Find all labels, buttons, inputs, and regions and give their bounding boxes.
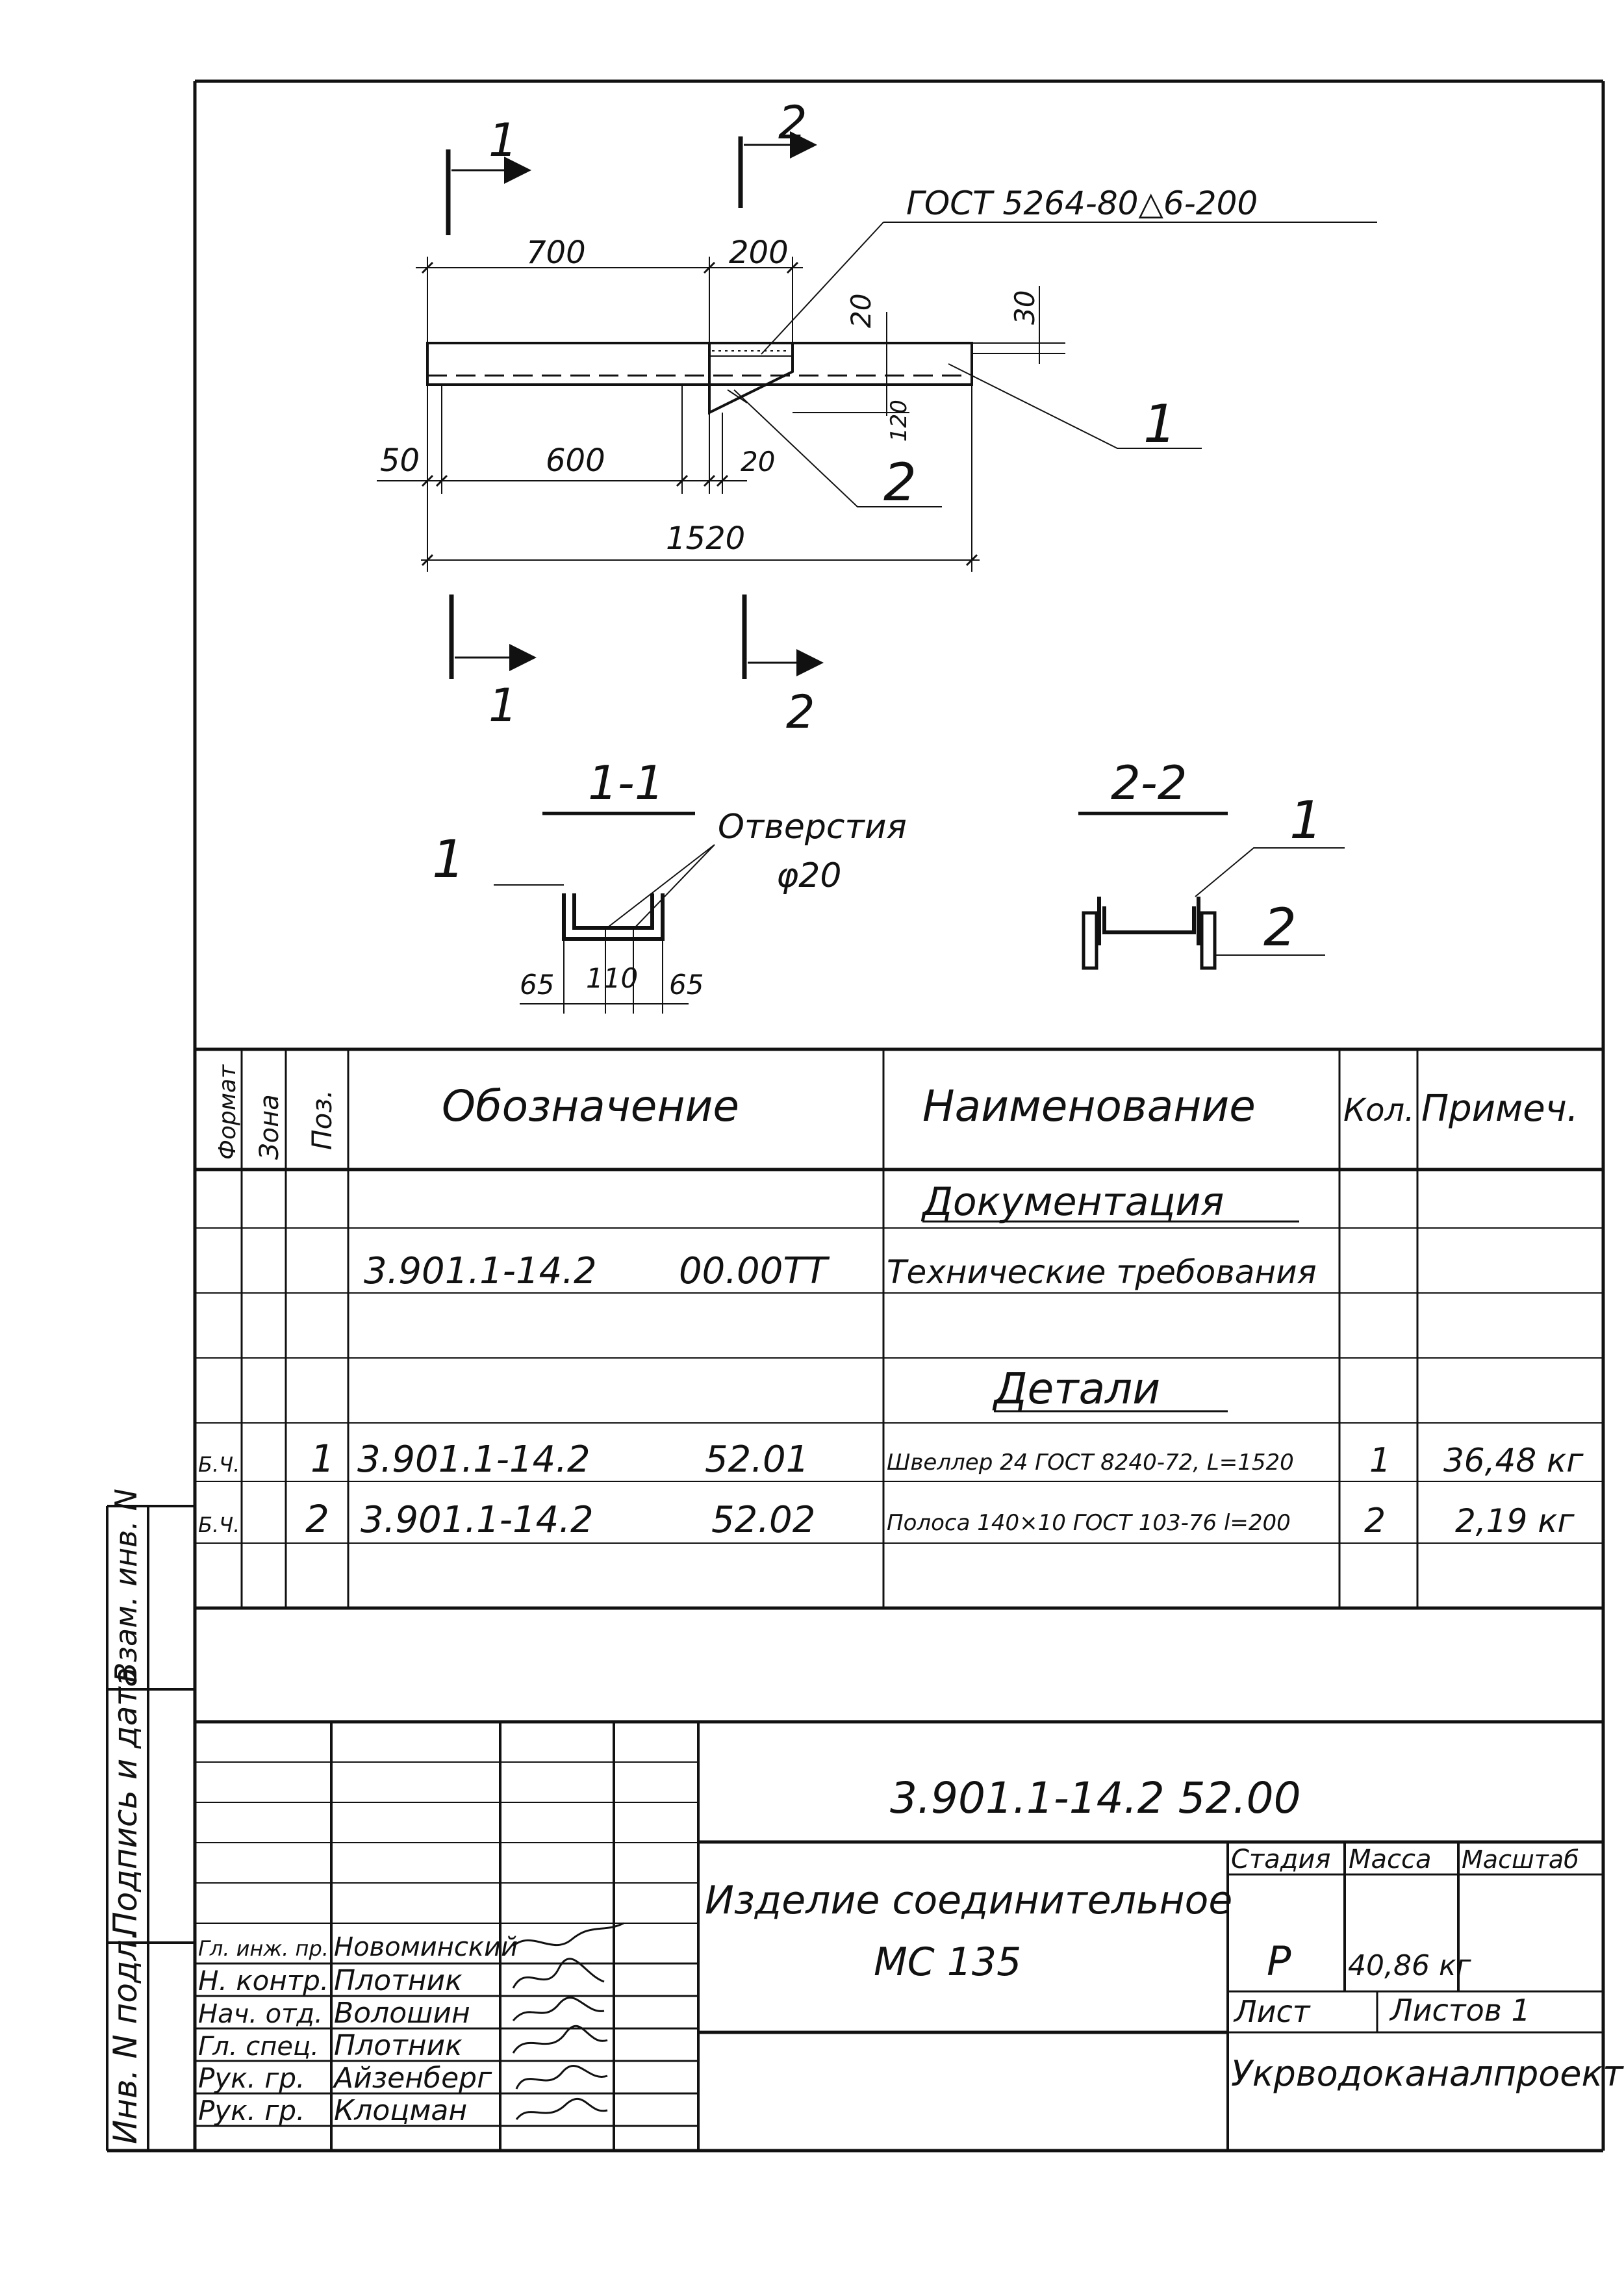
row2-code: 52.02	[711, 1499, 815, 1541]
sig-role-2: Н. контр.	[198, 1965, 329, 1997]
cut-2-label-top: 2	[778, 96, 807, 149]
value-stage: Р	[1267, 1937, 1291, 1985]
dim-700: 700	[526, 235, 586, 271]
dim-1520: 1520	[666, 520, 745, 557]
doc-designation: 3.901.1-14.2	[364, 1250, 597, 1292]
title-line1: Изделие соединительное	[705, 1878, 1232, 1923]
cut-2-label-bottom: 2	[786, 685, 815, 739]
hdr-name: Наименование	[922, 1081, 1256, 1131]
org-name: Укрводоканалпроект	[1231, 2053, 1624, 2094]
sig-role-3: Нач. отд.	[198, 1999, 323, 2029]
sig-name-4: Плотник	[334, 2029, 463, 2062]
sig-name-1: Новоминский	[334, 1932, 518, 1962]
row2-name: Полоса 140×10 ГОСТ 103-76 l=200	[887, 1510, 1291, 1536]
label-scale: Масштаб	[1462, 1845, 1579, 1874]
side-stamp: Инв. N подл. Подпись и дата Взам. инв. N	[106, 1489, 196, 2151]
cut-mark-2-top: 2	[738, 96, 817, 208]
leader-pos2-main: 2	[883, 452, 917, 513]
row1-name: Швеллер 24 ГОСТ 8240-72, L=1520	[887, 1450, 1294, 1476]
sig-name-2: Плотник	[334, 1964, 463, 1997]
title-block: 3.901.1-14.2 52.00 Изделие соединительно…	[195, 1720, 1624, 2151]
section-2-2-title: 2-2	[1111, 756, 1187, 810]
row2-format: Б.Ч.	[198, 1513, 240, 1537]
row1-format: Б.Ч.	[198, 1452, 240, 1477]
section-2-2-pos2: 2	[1263, 897, 1297, 958]
stamp-signature-date: Подпись и дата	[107, 1667, 144, 1936]
row2-designation: 3.901.1-14.2	[361, 1499, 594, 1541]
leader-pos1-main: 1	[1143, 394, 1176, 454]
sig-role-1: Гл. инж. пр.	[198, 1936, 329, 1961]
spec-row-2: Б.Ч. 2 3.901.1-14.2 52.02 Полоса 140×10 …	[198, 1497, 1575, 1541]
doc-name: Технические требования	[887, 1253, 1317, 1291]
sec1-dim-65-left: 65	[520, 969, 554, 1001]
cut-1-label-top: 1	[488, 114, 518, 167]
section-2-2: 2-2 1 2	[1078, 756, 1345, 970]
dim-50: 50	[380, 442, 420, 479]
row2-note: 2,19 кг	[1455, 1502, 1575, 1540]
doc-code: 00.00ТТ	[679, 1250, 830, 1292]
sheet-frame	[107, 79, 1605, 2153]
section-1-1-pos: 1	[432, 829, 465, 889]
holes-note: Отверстия	[718, 808, 907, 847]
dim-200-top: 200	[729, 235, 789, 271]
hdr-designation: Обозначение	[442, 1081, 739, 1131]
section-documentation: Документация	[920, 1179, 1224, 1225]
row2-qty: 2	[1364, 1502, 1386, 1541]
sec1-dim-110: 110	[586, 962, 638, 994]
weld-note: ГОСТ 5264-80△6-200	[906, 185, 1258, 222]
hdr-note: Примеч.	[1421, 1088, 1579, 1130]
sec1-dim-65-right: 65	[669, 969, 704, 1001]
spec-row-1: Б.Ч. 1 3.901.1-14.2 52.01 Швеллер 24 ГОС…	[198, 1437, 1584, 1481]
stamp-replacement-inv: Взам. инв. N	[108, 1489, 144, 1683]
spec-table: Формат Зона Поз. Обозначение Наименовани…	[195, 1047, 1603, 1610]
stamp-inv-orig: Инв. N подл.	[107, 1930, 144, 2144]
row1-designation: 3.901.1-14.2	[357, 1439, 590, 1481]
main-view: 1 2 1 2 ГОСТ 5264-80△6-200 700 200 2	[377, 96, 1377, 739]
sig-name-5: Айзенберг	[332, 2062, 492, 2095]
cut-mark-1-top: 1	[446, 114, 531, 235]
sig-role-6: Рук. гр.	[198, 2095, 305, 2127]
row1-qty: 1	[1369, 1441, 1391, 1480]
section-1-1-title: 1-1	[588, 756, 665, 810]
section-parts: Детали	[992, 1364, 1160, 1414]
cut-mark-2-bottom: 2	[742, 595, 824, 739]
label-sheet: Лист	[1233, 1994, 1311, 2029]
holes-diameter: φ20	[776, 856, 841, 895]
row1-note: 36,48 кг	[1443, 1442, 1584, 1479]
row1-pos: 1	[311, 1437, 335, 1481]
cut-1-label-bottom: 1	[488, 679, 518, 732]
hdr-qty: Кол.	[1343, 1092, 1414, 1129]
sig-role-4: Гл. спец.	[198, 2032, 319, 2062]
sig-role-5: Рук. гр.	[198, 2062, 305, 2094]
hdr-zone: Зона	[255, 1094, 285, 1160]
dim-120-right: 120	[886, 400, 912, 442]
signature-scribbles	[512, 1922, 624, 2120]
row1-code: 52.01	[705, 1439, 809, 1481]
label-sheets: Листов 1	[1389, 1993, 1530, 2028]
label-mass: Масса	[1349, 1845, 1432, 1874]
dim-20-right: 20	[845, 294, 877, 328]
section-1-1: 1-1 1 Отверстия φ20 65 110 65	[432, 756, 907, 1014]
title-line2: МС 135	[874, 1939, 1021, 1985]
hdr-format: Формат	[214, 1064, 241, 1160]
label-stage: Стадия	[1231, 1845, 1330, 1874]
value-mass: 40,86 кг	[1348, 1949, 1472, 1982]
sig-name-6: Клоцман	[334, 2094, 467, 2127]
cut-mark-1-bottom: 1	[449, 595, 537, 732]
row2-pos: 2	[305, 1497, 329, 1541]
hdr-pos: Поз.	[306, 1090, 338, 1150]
dim-20-bottom: 20	[741, 446, 775, 478]
dim-30-right: 30	[1009, 290, 1041, 325]
doc-code: 3.901.1-14.2 52.00	[890, 1773, 1301, 1823]
dim-600: 600	[546, 442, 605, 479]
sig-name-3: Волошин	[334, 1997, 470, 2030]
section-2-2-pos1: 1	[1289, 790, 1323, 850]
